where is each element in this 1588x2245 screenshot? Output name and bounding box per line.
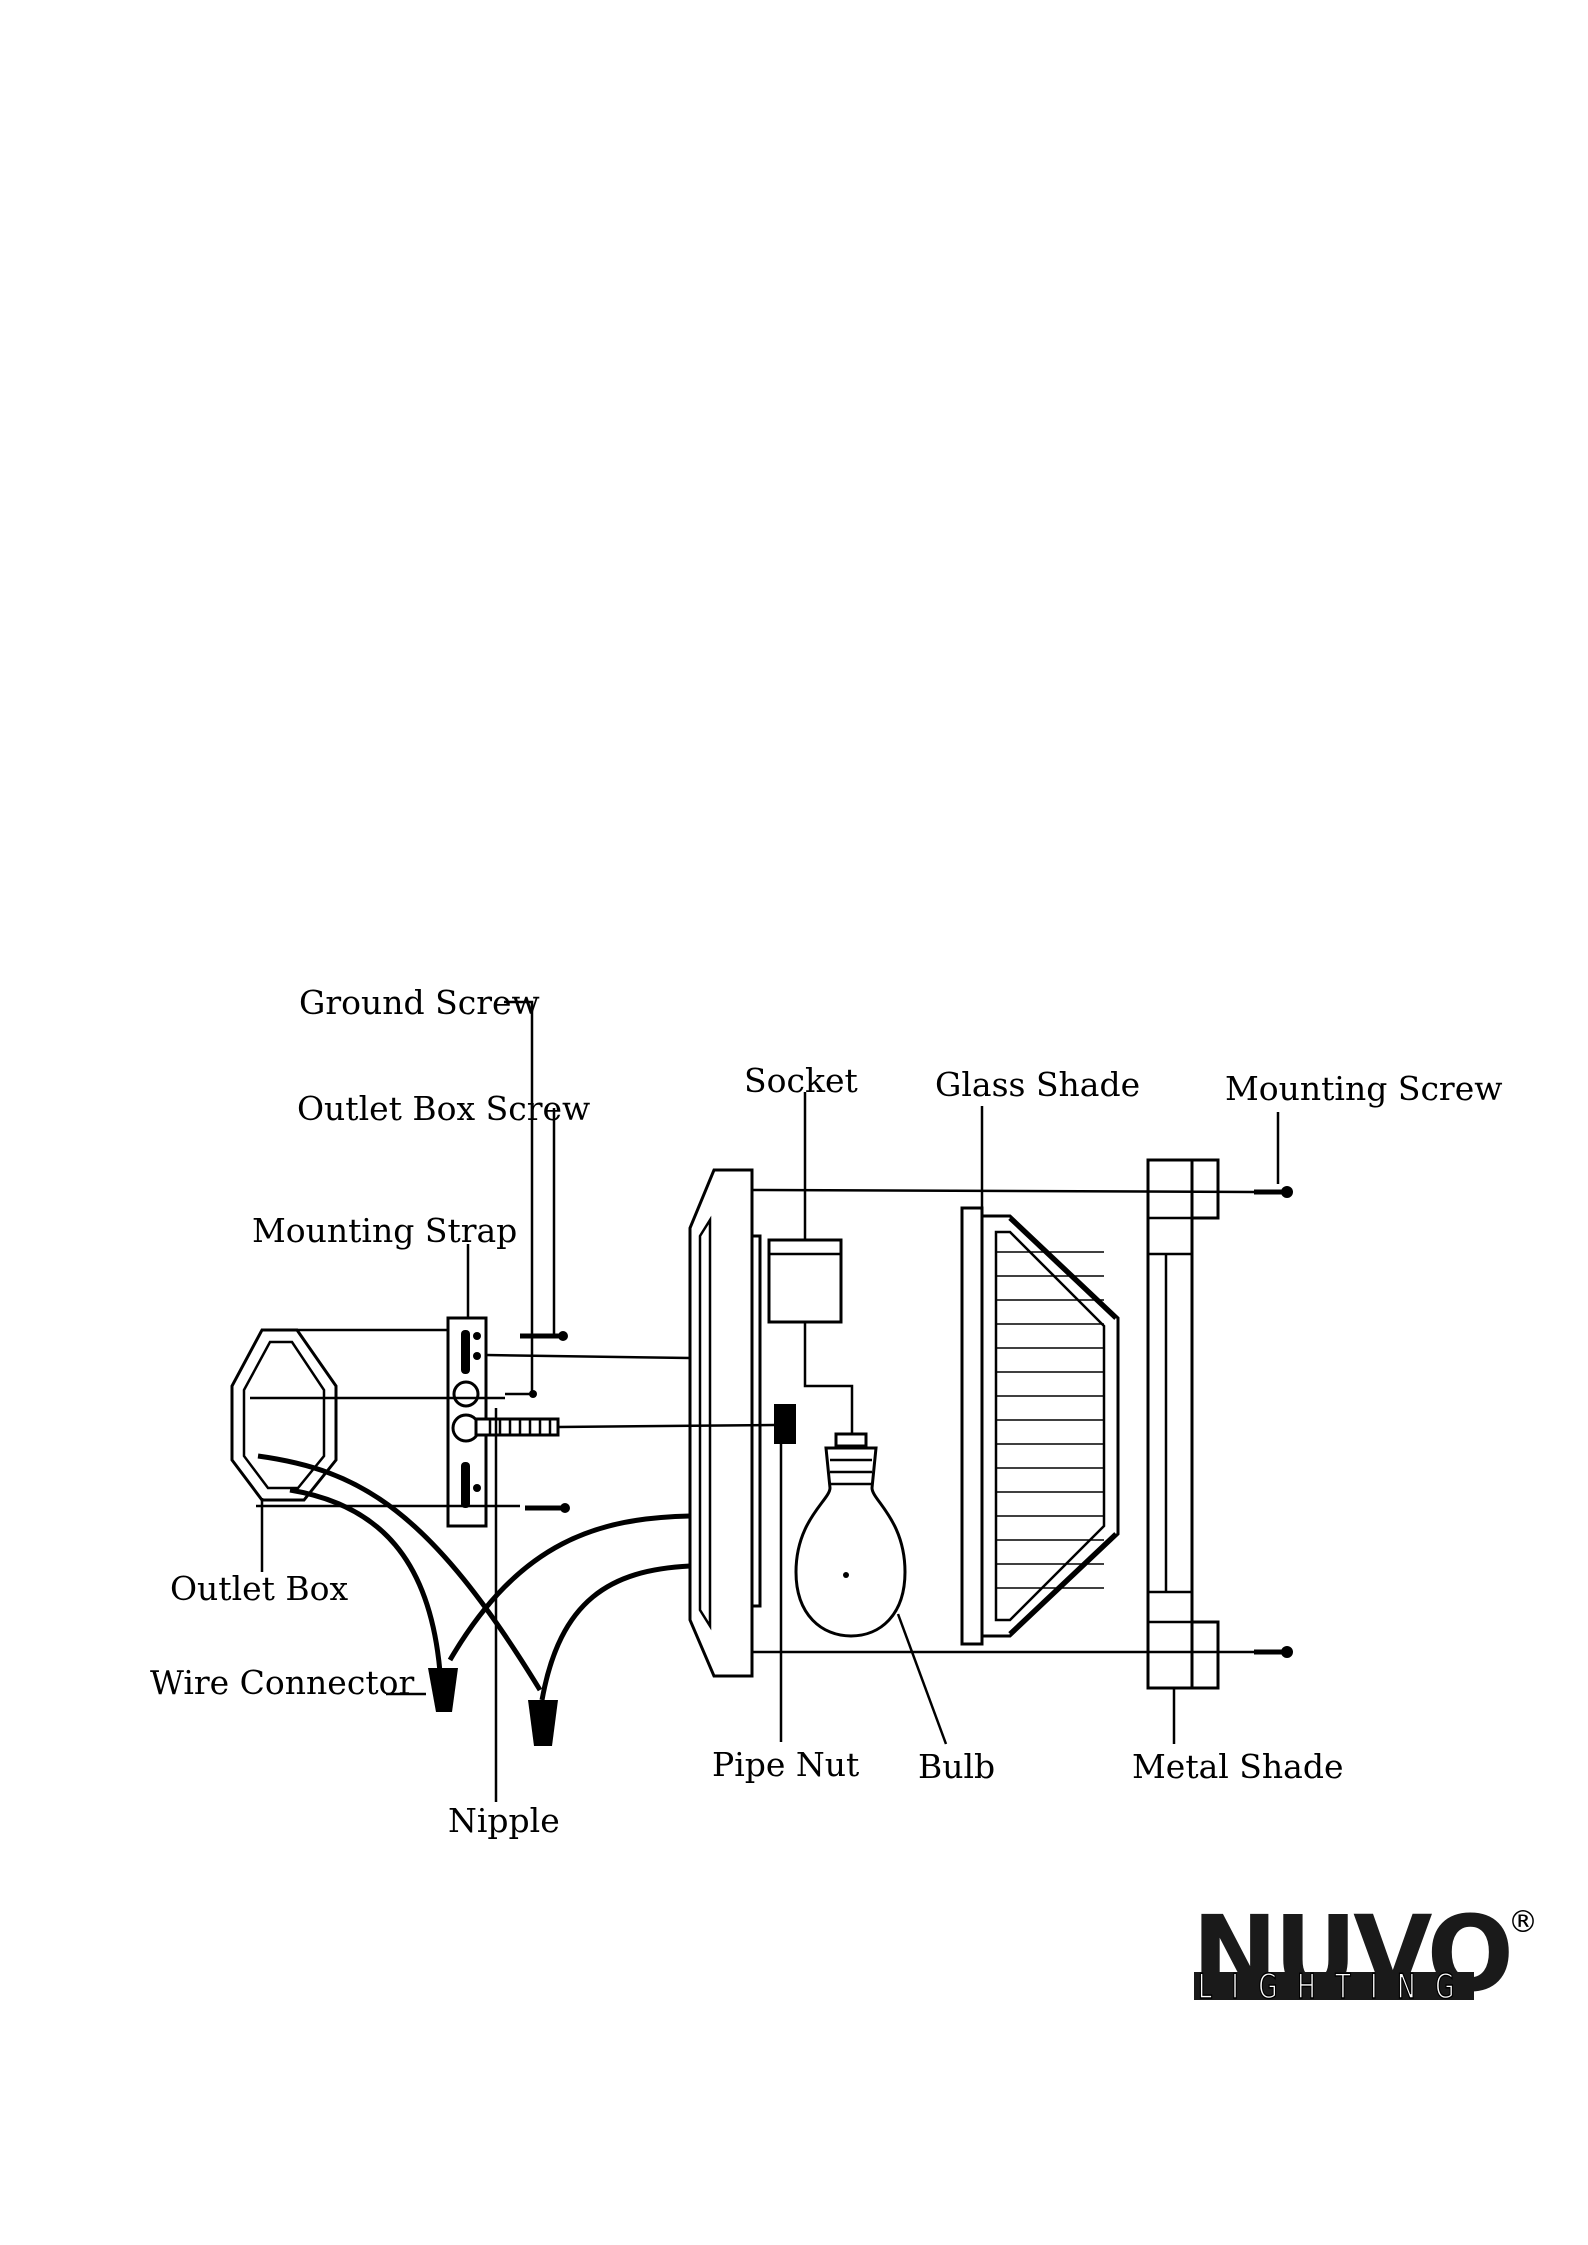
logo-sub: LIGHTING (1198, 1967, 1474, 2007)
label-bulb: Bulb (918, 1747, 995, 1786)
label-metal-shade: Metal Shade (1132, 1747, 1344, 1786)
wire-connector (428, 1668, 558, 1746)
fixture-backplate (690, 1170, 760, 1676)
mounting-screw (1254, 1186, 1293, 1658)
label-glass-shade: Glass Shade (935, 1065, 1140, 1104)
label-outlet-box-screw: Outlet Box Screw (297, 1089, 590, 1128)
label-pipe-nut: Pipe Nut (712, 1745, 859, 1784)
label-wire-connector: Wire Connector (150, 1663, 414, 1702)
label-nipple: Nipple (448, 1801, 560, 1840)
bulb (796, 1434, 905, 1636)
outlet-box (232, 1330, 336, 1500)
label-mounting-strap: Mounting Strap (252, 1211, 517, 1250)
label-ground-screw: Ground Screw (299, 983, 540, 1022)
label-mounting-screw: Mounting Screw (1225, 1069, 1503, 1108)
socket (769, 1240, 841, 1322)
nipple (476, 1419, 558, 1435)
logo-registered: ® (1508, 1905, 1538, 1940)
glass-shade (962, 1208, 1118, 1644)
pipe-nut (774, 1404, 796, 1444)
label-outlet-box: Outlet Box (170, 1569, 349, 1608)
label-socket: Socket (744, 1061, 858, 1100)
nuvo-lighting-logo: NUVO LIGHTING ® (1192, 1893, 1538, 2015)
metal-shade (1148, 1160, 1218, 1688)
